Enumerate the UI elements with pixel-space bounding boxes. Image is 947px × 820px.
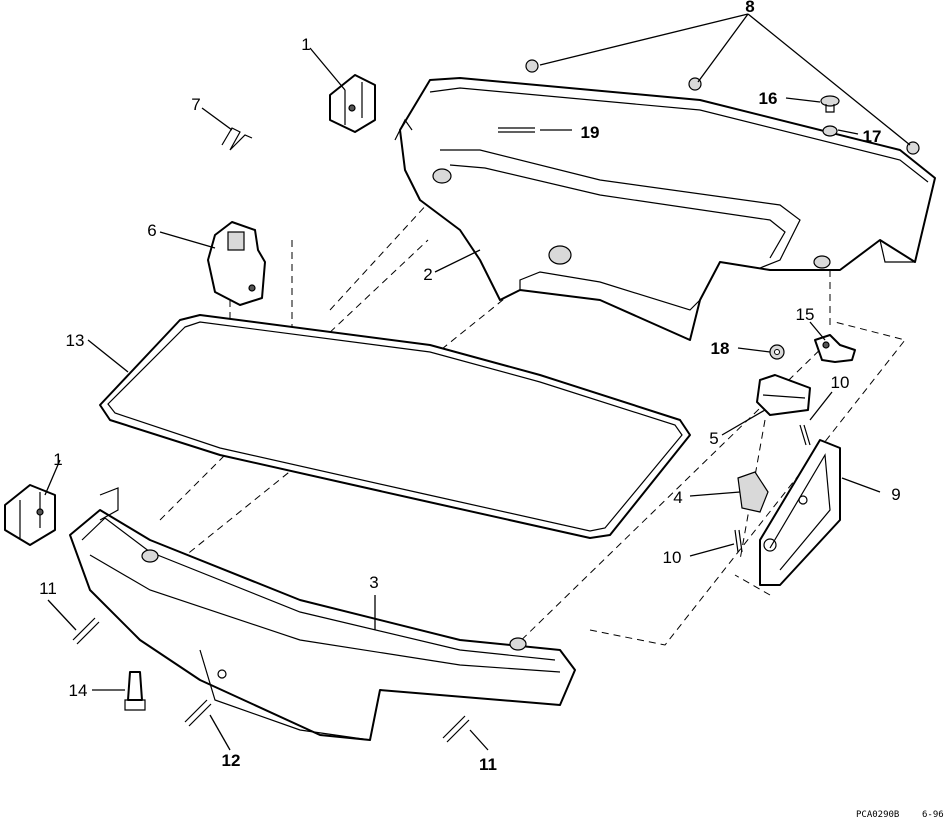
callout-11-left: 11 xyxy=(39,579,57,598)
callout-labels: 1 7 6 13 1 11 14 12 3 11 2 8 16 17 19 15… xyxy=(39,0,901,774)
callout-11-bottom: 11 xyxy=(479,755,497,774)
bolt-parts xyxy=(72,127,811,743)
callout-1-lower: 1 xyxy=(53,450,62,469)
callout-15: 15 xyxy=(796,305,815,324)
callout-16: 16 xyxy=(759,89,778,108)
screw-and-grommet-parts xyxy=(820,95,840,137)
callout-4: 4 xyxy=(673,488,682,507)
seal-ring-part xyxy=(99,314,691,539)
upper-cover-part xyxy=(394,77,936,341)
lower-cover-part xyxy=(69,487,576,741)
callout-1-upper: 1 xyxy=(301,35,310,54)
spring-clip-part xyxy=(221,127,253,151)
latch-block-upper xyxy=(329,74,376,133)
callout-10-right: 10 xyxy=(831,373,850,392)
latch-rail-part xyxy=(759,439,841,586)
callout-5: 5 xyxy=(709,429,718,448)
callout-18: 18 xyxy=(711,339,730,358)
callout-9: 9 xyxy=(891,485,900,504)
lock-lever-part xyxy=(814,334,856,363)
callout-12: 12 xyxy=(222,751,241,770)
washer-part xyxy=(769,344,785,360)
callout-10-left: 10 xyxy=(663,548,682,567)
date-code: 6-96 xyxy=(922,810,944,820)
callout-8: 8 xyxy=(745,0,754,16)
callout-3: 3 xyxy=(369,573,378,592)
callout-6: 6 xyxy=(147,221,156,240)
latch-block-lower xyxy=(4,484,56,546)
latch-handle-part xyxy=(756,374,811,416)
leader-lines xyxy=(44,13,911,751)
callout-17: 17 xyxy=(863,127,882,146)
reference-code: PCA0290B xyxy=(856,810,899,820)
callout-2: 2 xyxy=(423,265,432,284)
callout-13: 13 xyxy=(66,331,85,350)
callout-7: 7 xyxy=(191,95,200,114)
callout-14: 14 xyxy=(69,681,88,700)
latch-bracket-part xyxy=(207,221,266,306)
lens-part xyxy=(737,471,769,513)
reference-footer: PCA0290B 6-96 xyxy=(856,810,944,820)
callout-19: 19 xyxy=(581,123,600,142)
